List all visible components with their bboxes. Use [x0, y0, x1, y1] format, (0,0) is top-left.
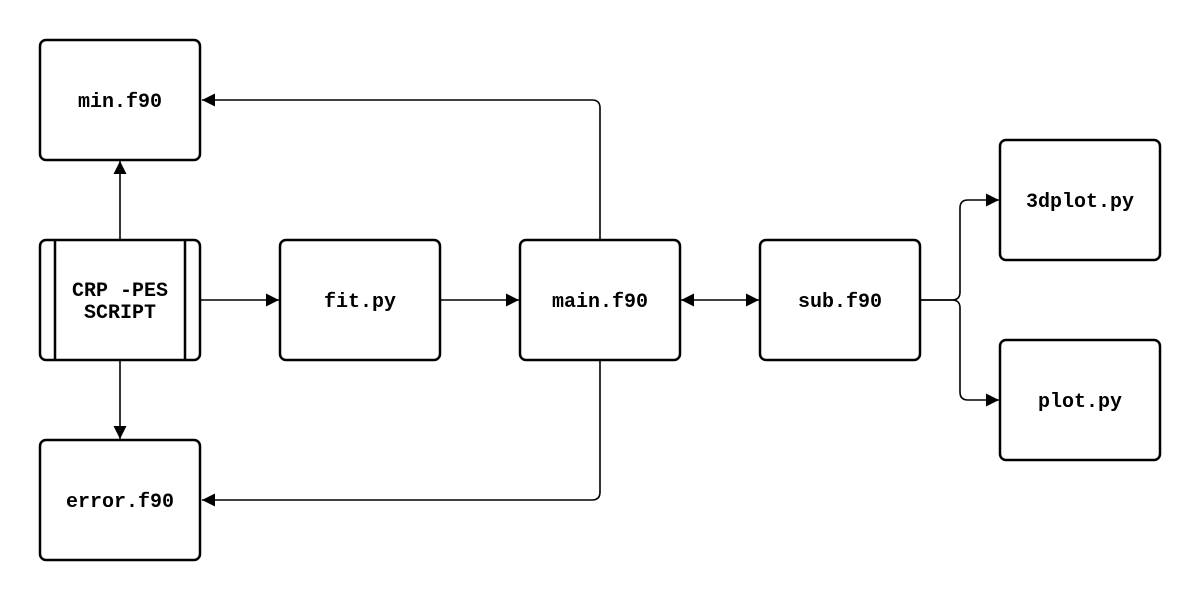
- node-fit-box: [278, 238, 442, 362]
- node-3dplot-box: [998, 138, 1162, 262]
- node-plot-label: plot.py: [1038, 391, 1122, 414]
- node-crp-label-line2: SCRIPT: [84, 302, 156, 325]
- node-main-box: [518, 238, 682, 362]
- arrow-sub-to-3dplot: [920, 193, 999, 301]
- node-3dplot[interactable]: 3dplot.py: [998, 138, 1162, 262]
- node-3dplot-label: 3dplot.py: [1026, 191, 1134, 214]
- node-main[interactable]: main.f90: [518, 238, 682, 362]
- node-fit[interactable]: fit.py: [278, 238, 442, 362]
- connectors: [113, 93, 999, 507]
- arrow-main-to-min: [202, 93, 601, 240]
- node-crp-pes-script[interactable]: CRP -PES SCRIPT: [38, 238, 202, 362]
- node-error-label: error.f90: [66, 491, 174, 514]
- node-crp-box: [38, 238, 202, 362]
- node-sub[interactable]: sub.f90: [758, 238, 922, 362]
- node-min[interactable]: min.f90: [38, 38, 202, 162]
- node-error[interactable]: error.f90: [38, 438, 202, 562]
- node-min-box: [38, 38, 202, 162]
- arrow-main-to-error: [202, 360, 601, 507]
- node-main-label: main.f90: [552, 291, 648, 314]
- node-sub-label: sub.f90: [798, 291, 882, 314]
- arrow-sub-to-plot: [920, 299, 999, 407]
- node-plot[interactable]: plot.py: [998, 338, 1162, 462]
- node-crp-label-line1: CRP -PES: [72, 280, 168, 303]
- node-plot-box: [998, 338, 1162, 462]
- node-fit-label: fit.py: [324, 291, 396, 314]
- node-error-box: [38, 438, 202, 562]
- node-min-label: min.f90: [78, 91, 162, 114]
- node-sub-box: [758, 238, 922, 362]
